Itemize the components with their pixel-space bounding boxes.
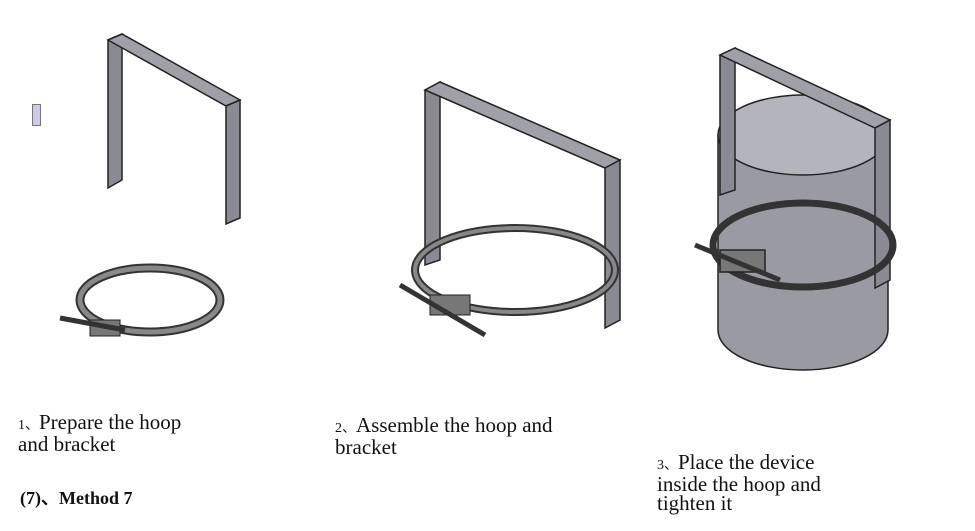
caption-line: inside the hoop and: [657, 472, 821, 496]
caption-line: Prepare the hoop: [39, 410, 182, 434]
step-2-caption: 2、Assemble the hoop and bracket: [335, 413, 553, 459]
figure-assembled: [398, 80, 622, 338]
step-1-caption: 1、Prepare the hoop and bracket: [18, 410, 182, 456]
hoop: [59, 263, 225, 337]
step-number: 3、: [657, 458, 678, 473]
bracket: [106, 32, 242, 226]
step-3-caption: 3、Place the device inside the hoop and t…: [657, 450, 821, 515]
caption-line: bracket: [335, 435, 397, 459]
figure-device-installed: [694, 46, 897, 371]
caption-line: tighten it: [657, 491, 733, 515]
figure-bracket-and-hoop: [59, 32, 242, 337]
caption-line: Place the device: [678, 450, 815, 474]
method-heading: (7)、Method 7: [20, 488, 133, 508]
small-marker: [32, 104, 41, 126]
step-number: 1、: [18, 418, 39, 433]
caption-line: and bracket: [18, 432, 116, 456]
step-number: 2、: [335, 421, 356, 436]
caption-line: Assemble the hoop and: [356, 413, 553, 437]
